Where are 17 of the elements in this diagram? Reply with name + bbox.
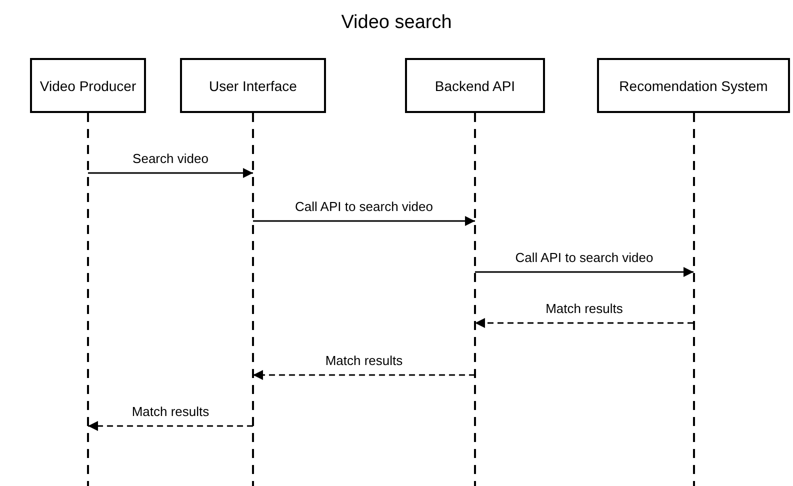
participant-box: User Interface	[180, 58, 326, 113]
return-message-arrow	[253, 370, 475, 380]
participant-box: Backend API	[405, 58, 545, 113]
message-label: Match results	[323, 353, 405, 368]
message-label: Search video	[130, 151, 210, 166]
message-arrow	[253, 216, 475, 226]
message-arrow	[475, 267, 694, 277]
message-label: Call API to search video	[292, 199, 436, 214]
message-label: Match results	[130, 404, 212, 419]
message-label: Call API to search video	[513, 250, 656, 265]
message-label: Match results	[544, 301, 625, 316]
participant-box: Recomendation System	[597, 58, 790, 113]
return-message-arrow	[88, 421, 253, 431]
message-arrow	[88, 168, 253, 178]
diagram-title: Video search	[341, 12, 452, 34]
return-message-arrow	[475, 318, 694, 328]
participant-box: Video Producer	[30, 58, 146, 113]
